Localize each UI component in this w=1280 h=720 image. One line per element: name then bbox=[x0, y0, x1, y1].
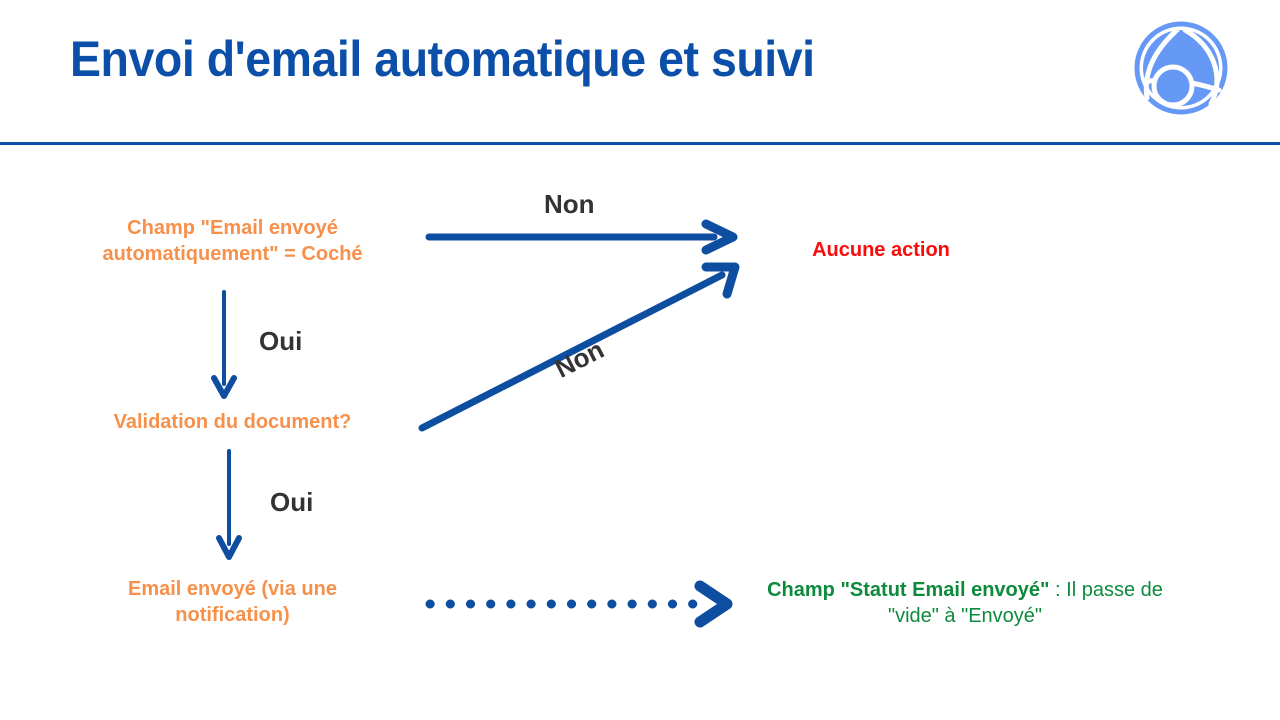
company-logo-icon bbox=[1134, 21, 1228, 115]
arrow-oui-1 bbox=[211, 290, 237, 399]
statut-bold-part: Champ "Statut Email envoyé" bbox=[767, 579, 1050, 601]
edge-label-oui-2: Oui bbox=[270, 487, 314, 517]
statut-regular-part: : Il passe de "vide" à "Envoyé" bbox=[887, 579, 1163, 627]
edge-label-non-2: Non bbox=[550, 334, 609, 384]
arrow-oui-2 bbox=[216, 449, 242, 560]
header-divider bbox=[0, 142, 1280, 145]
edge-label-oui-1: Oui bbox=[259, 326, 303, 356]
page-title: Envoi d'email automatique et suivi bbox=[70, 31, 815, 87]
flow-node-condition-validation: Validation du document? bbox=[113, 411, 352, 433]
flow-node-email-envoye: Email envoyé (via une notification) bbox=[128, 578, 337, 626]
arrow-dotted-result bbox=[425, 580, 733, 628]
flow-node-condition-email-auto: Champ "Email envoyé automatiquement" = C… bbox=[102, 217, 363, 265]
flow-outcome-statut-email: Champ "Statut Email envoyé" : Il passe d… bbox=[745, 577, 1185, 629]
flow-outcome-aucune-action: Aucune action bbox=[812, 239, 950, 261]
arrow-non-1 bbox=[425, 219, 738, 255]
edge-label-non-1: Non bbox=[544, 189, 595, 219]
